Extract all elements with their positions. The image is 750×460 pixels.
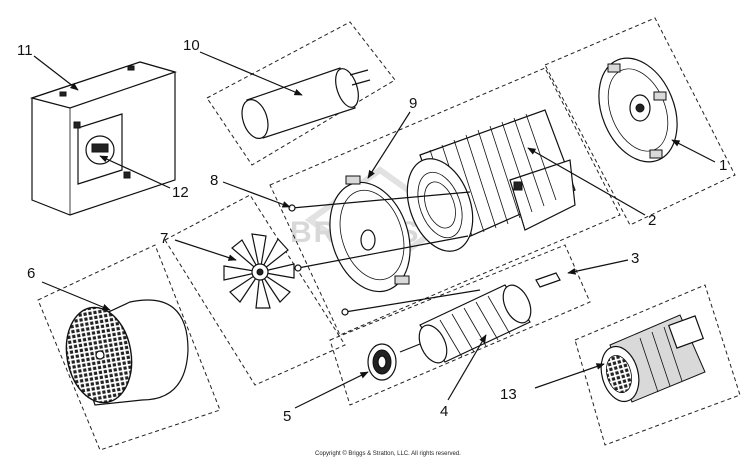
callout-10: 10 — [183, 37, 200, 54]
callout-13: 13 — [500, 386, 517, 403]
callout-labels: 1 2 3 4 5 6 7 8 9 10 11 12 13 — [17, 37, 727, 425]
part-end-shield — [329, 175, 411, 293]
callout-4: 4 — [440, 403, 448, 420]
group-boxes — [37, 17, 741, 451]
part-junction-box — [29, 61, 178, 216]
callout-1: 1 — [719, 157, 727, 174]
callout-9: 9 — [409, 95, 417, 112]
callout-6: 6 — [27, 265, 35, 282]
callout-8: 8 — [210, 172, 218, 189]
part-bearing — [367, 343, 397, 381]
callout-5: 5 — [283, 408, 291, 425]
part-fan-cover — [65, 299, 189, 406]
box-capacitor — [206, 21, 396, 166]
box-fan-cover — [37, 244, 221, 451]
copyright-notice: Copyright © Briggs & Stratton, LLC. All … — [315, 450, 461, 457]
part-stator-housing — [406, 109, 576, 252]
callout-7: 7 — [160, 230, 168, 247]
box-complete-motor — [574, 284, 741, 446]
leader-lines — [33, 51, 716, 409]
callout-12: 12 — [172, 184, 189, 201]
box-fan — [164, 194, 346, 386]
callout-11: 11 — [17, 42, 33, 59]
box-end-bell — [544, 17, 736, 226]
box-stator-assembly — [269, 67, 621, 336]
part-key — [535, 272, 561, 288]
box-rotor — [329, 244, 591, 406]
part-capacitor — [241, 67, 371, 139]
part-rotor — [399, 284, 532, 364]
part-complete-motor — [600, 314, 706, 403]
part-fan — [223, 233, 295, 309]
callout-2: 2 — [648, 212, 656, 229]
part-through-bolts — [288, 191, 481, 316]
callout-3: 3 — [631, 250, 639, 267]
part-end-bell — [598, 57, 678, 163]
